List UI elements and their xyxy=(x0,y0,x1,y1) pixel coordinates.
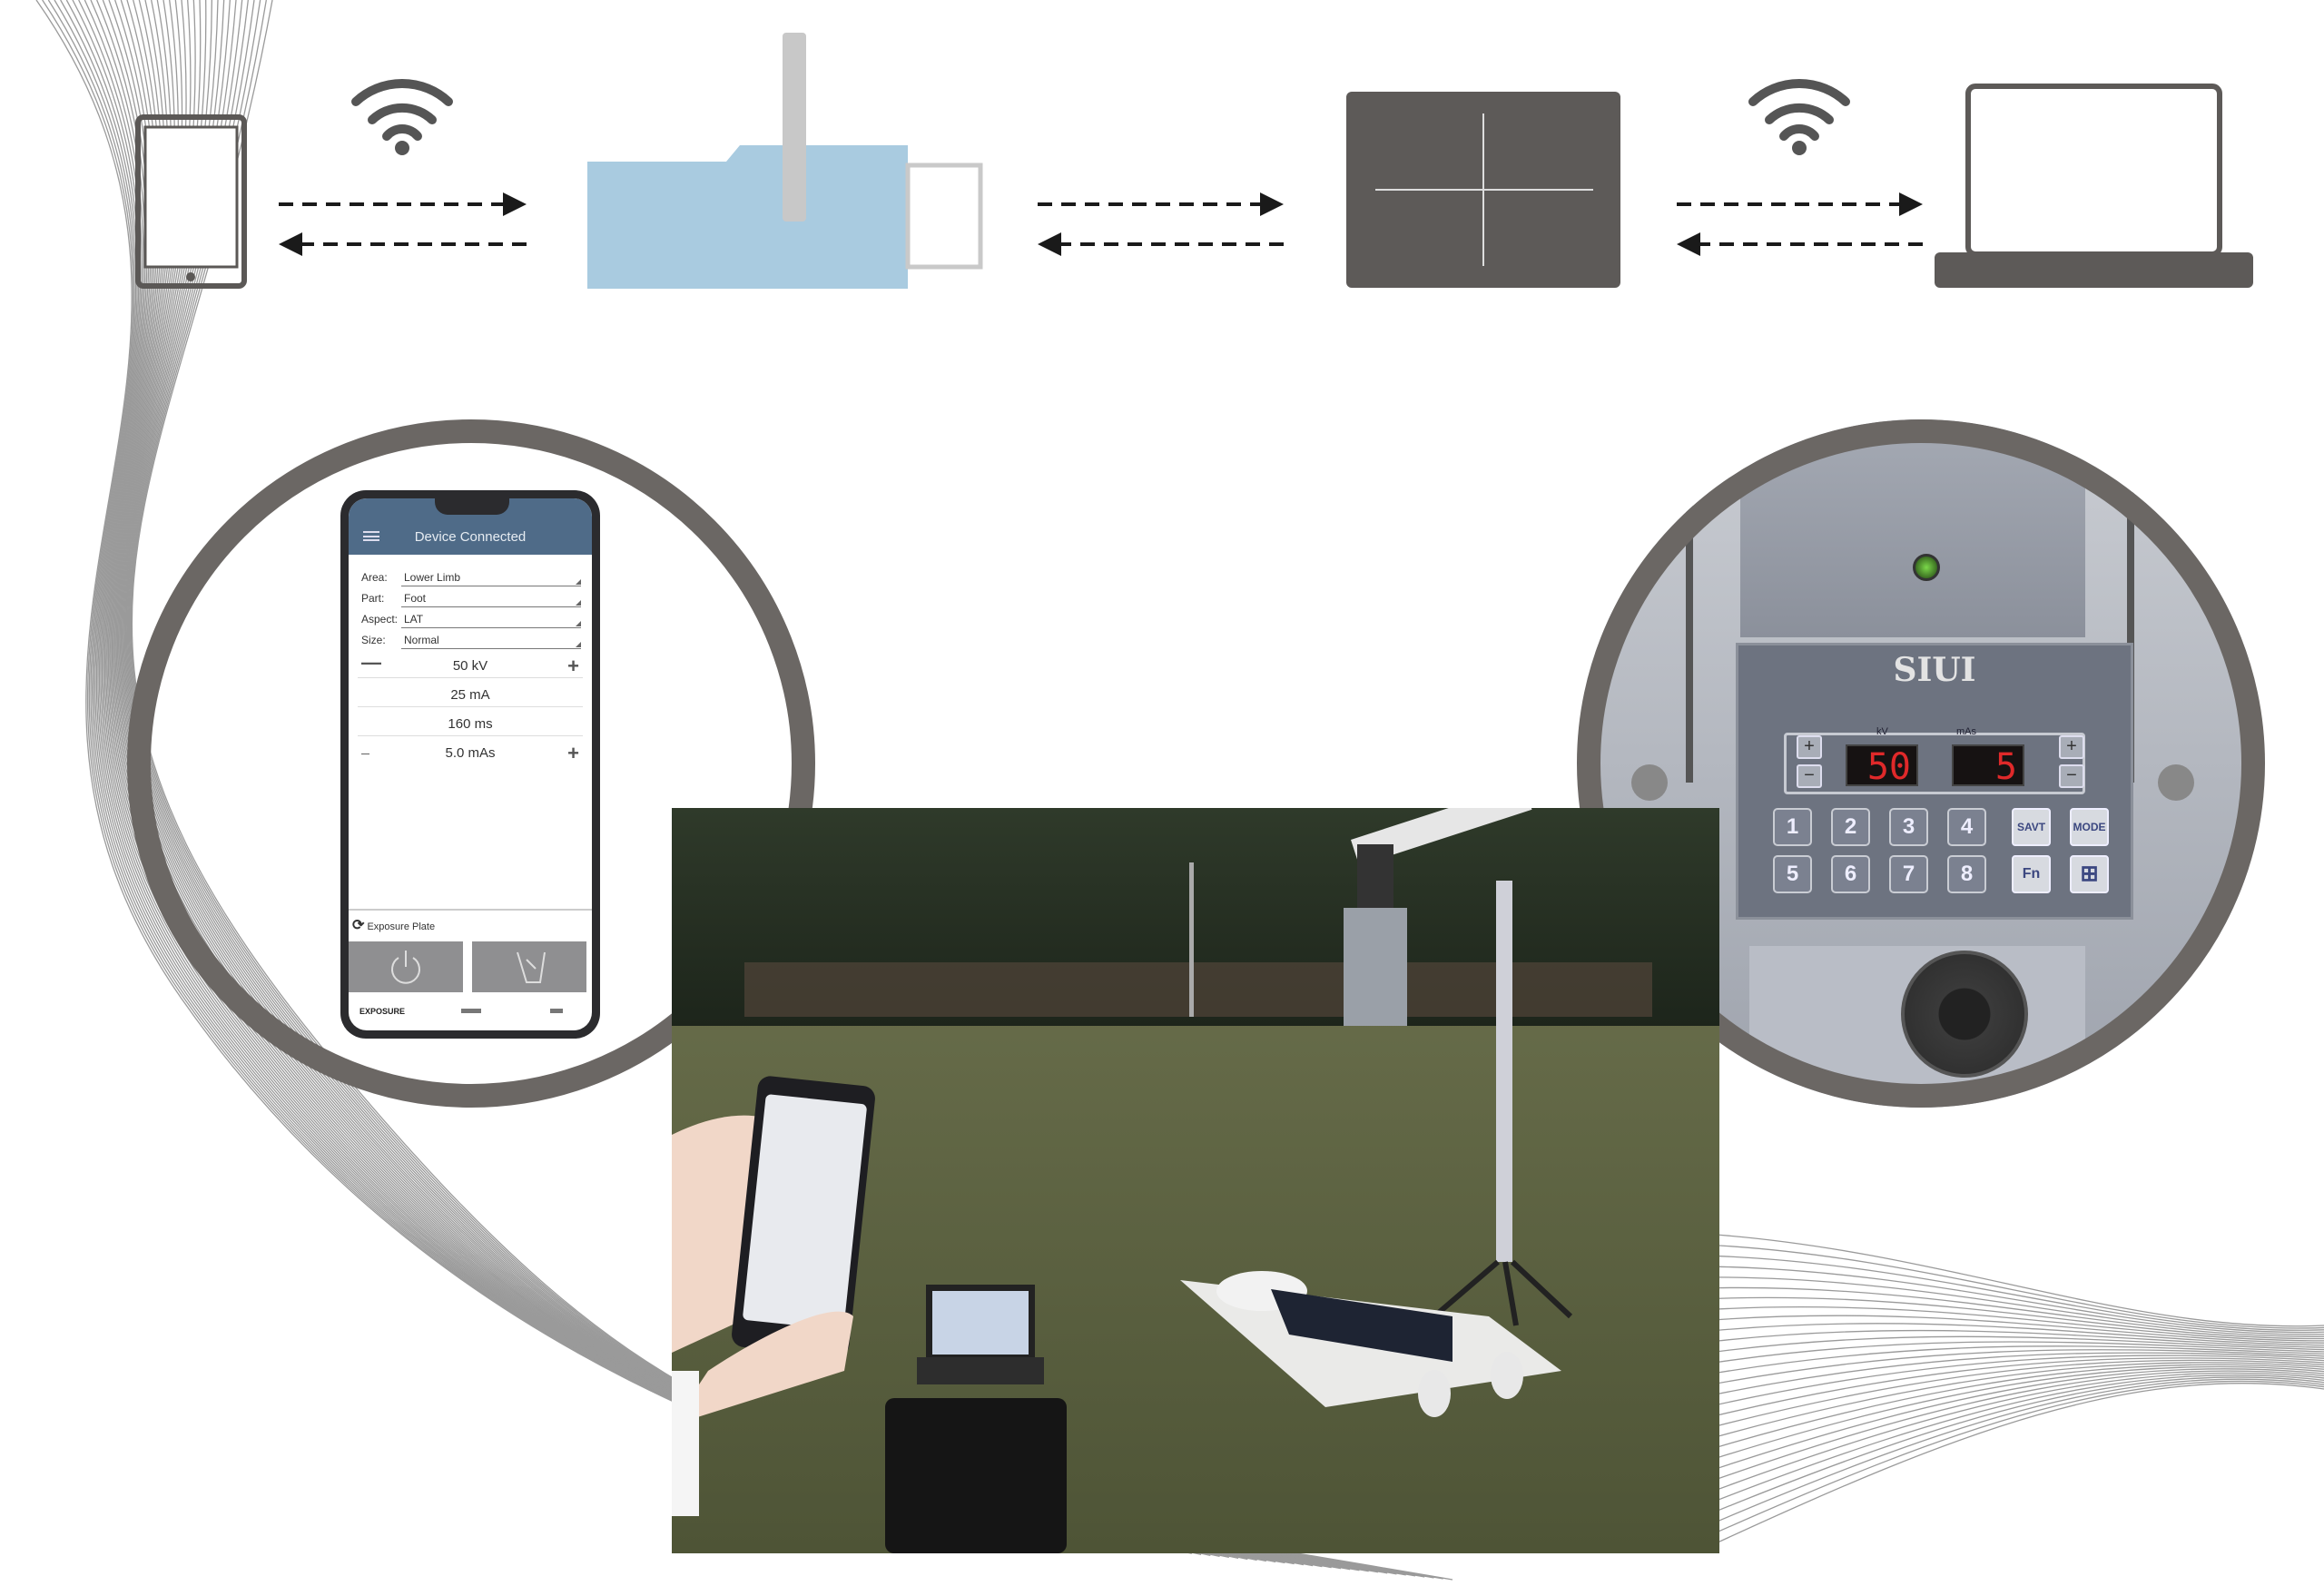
aspect-value[interactable]: LAT xyxy=(401,613,581,628)
decorative-curve xyxy=(1715,1341,2324,1364)
xray-generator-icon xyxy=(587,33,983,289)
decorative-curve xyxy=(1715,1365,2324,1459)
decorative-curve xyxy=(1715,1359,2324,1427)
arrow-head xyxy=(1038,232,1061,256)
app-header: Device Connected xyxy=(349,498,592,555)
mas-minus-button[interactable]: — xyxy=(361,749,369,758)
decorative-curve xyxy=(1715,1364,2324,1449)
field-photo xyxy=(672,808,1719,1553)
tablet-icon xyxy=(135,114,247,289)
mas-plus-button[interactable]: + xyxy=(567,742,579,764)
part-select[interactable]: Part: Foot xyxy=(361,590,581,608)
arrow-head xyxy=(1899,192,1923,216)
arrow-head xyxy=(503,192,527,216)
decorative-curve xyxy=(1715,1255,2324,1331)
decorative-curve xyxy=(1715,1374,2324,1502)
xray-unit-stand xyxy=(1344,808,1573,1326)
decorative-curve xyxy=(1715,1380,2324,1533)
decorative-curve xyxy=(1715,1349,2324,1384)
tab-2[interactable] xyxy=(461,1009,481,1013)
mas-value: 5.0 mAs xyxy=(445,745,496,761)
decorative-curve xyxy=(1715,1355,2324,1406)
kv-value: 50 kV xyxy=(452,658,488,674)
kv-row: — 50 kV + xyxy=(358,651,583,678)
exposure-plate-row[interactable]: ⟳ Exposure Plate xyxy=(352,916,435,934)
arrow-head xyxy=(1677,232,1700,256)
decorative-curve xyxy=(1715,1352,2324,1395)
patient xyxy=(1180,1271,1561,1417)
aspect-label: Aspect: xyxy=(361,613,399,626)
hand-icon xyxy=(517,951,546,983)
ms-value: 160 ms xyxy=(358,713,583,736)
decorative-curve xyxy=(1715,1335,2324,1353)
aspect-select[interactable]: Aspect:LAT xyxy=(361,611,581,629)
size-select[interactable]: Size: Normal xyxy=(361,632,581,650)
connection-diagram xyxy=(135,33,2253,289)
hand-button[interactable] xyxy=(472,941,586,992)
decorative-curve xyxy=(1715,1370,2324,1481)
part-value[interactable]: Foot xyxy=(401,592,581,607)
exposure-plate-label: Exposure Plate xyxy=(367,921,436,932)
decorative-curve xyxy=(1715,1376,2324,1512)
kv-plus-button[interactable]: + xyxy=(567,655,579,677)
tab-3[interactable] xyxy=(550,1009,563,1013)
power-icon xyxy=(391,951,420,984)
decorative-curve xyxy=(1715,1368,2324,1470)
mas-row: — 5.0 mAs + xyxy=(358,742,583,765)
decorative-curve xyxy=(1715,1329,2324,1348)
decorative-curve xyxy=(1715,1345,2324,1374)
menu-icon[interactable] xyxy=(363,531,379,541)
area-select[interactable]: Area: Lower Limb xyxy=(361,569,581,587)
decorative-curve xyxy=(1715,1305,2324,1342)
arrow-head xyxy=(1260,192,1284,216)
equipment-case xyxy=(885,1285,1067,1553)
wifi-icon xyxy=(1748,78,1850,155)
phone-app-screenshot: Device Connected Area: Lower Limb Part: Fo… xyxy=(340,490,600,1039)
decorative-curve xyxy=(1715,1372,2324,1491)
arrow-head xyxy=(279,232,302,256)
decorative-curve xyxy=(1715,1276,2324,1335)
wifi-icon xyxy=(351,78,453,155)
sync-icon: ⟳ xyxy=(352,918,365,933)
exposure-power-button[interactable] xyxy=(349,941,463,992)
decorative-curve xyxy=(1715,1357,2324,1416)
hand-holding-phone xyxy=(672,1076,875,1516)
size-value[interactable]: Normal xyxy=(401,634,581,649)
size-label: Size: xyxy=(361,634,386,646)
area-label: Area: xyxy=(361,571,388,584)
kv-minus-button[interactable]: — xyxy=(361,651,381,674)
part-label: Part: xyxy=(361,592,385,605)
decorative-curve xyxy=(1715,1266,2324,1334)
decorative-curve xyxy=(1715,1383,2324,1544)
area-value[interactable]: Lower Limb xyxy=(401,571,581,586)
app-title: Device Connected xyxy=(414,529,527,545)
tab-exposure[interactable]: EXPOSURE xyxy=(359,1007,406,1016)
decorative-curve xyxy=(1715,1245,2324,1329)
decorative-curve xyxy=(1715,1234,2324,1327)
decorative-curve xyxy=(1715,1286,2324,1337)
laptop-icon xyxy=(1935,84,2253,288)
decorative-curve xyxy=(1715,1323,2324,1346)
decorative-curve xyxy=(1715,1296,2324,1340)
decorative-curve xyxy=(1715,1378,2324,1523)
bidirectional-arrows xyxy=(279,192,1923,256)
ma-value: 25 mA xyxy=(358,684,583,707)
detector-panel-icon xyxy=(1346,92,1620,288)
decorative-curve xyxy=(1715,1315,2324,1344)
decorative-curve xyxy=(1715,1362,2324,1438)
